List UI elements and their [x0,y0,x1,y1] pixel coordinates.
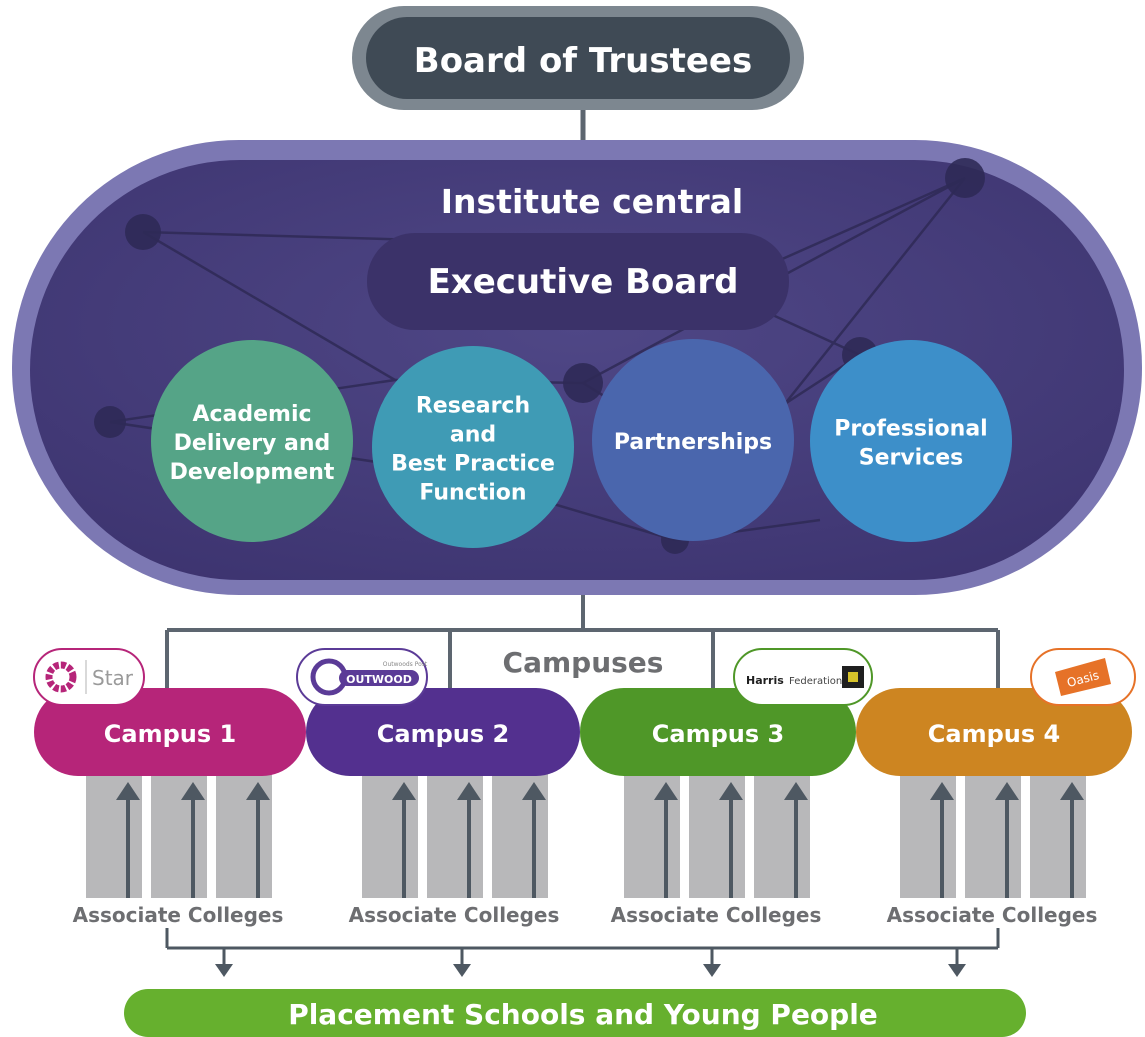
svg-text:Star: Star [92,666,134,690]
up-arrow-icon [522,782,546,800]
function-label-line: Partnerships [614,430,772,455]
up-arrow-icon [995,782,1019,800]
placement-connectors [165,928,1000,950]
executive-board: Executive Board [367,233,789,330]
function-label-line: and [450,423,496,448]
campus-pill [580,688,856,776]
executive-title: Executive Board [428,262,739,302]
campus-logo-3: Harris Federation [733,648,873,706]
up-arrow-icon [719,782,743,800]
associate-bar [86,770,142,898]
svg-text:OUTWOOD: OUTWOOD [346,673,412,686]
function-label-line: Services [859,446,964,471]
campus-label: Campus 4 [928,720,1060,748]
associate-bar [427,770,483,898]
associate-bar [492,770,548,898]
up-arrow-icon [116,782,140,800]
function-label-line: Delivery and [174,431,331,456]
associate-bar [965,770,1021,898]
up-arrow-icon [181,782,205,800]
svg-text:Federation: Federation [789,676,842,687]
associate-bar [754,770,810,898]
associate-bars [900,770,1086,898]
associate-bar [689,770,745,898]
function-circle-3: Partnerships [592,339,794,541]
executive-box [367,233,789,330]
associate-colleges-label: Associate Colleges [887,903,1098,927]
board-box [366,17,790,99]
function-circle-shape [372,346,574,548]
associate-bar [1030,770,1086,898]
up-arrow-icon [392,782,416,800]
placement-arrows [215,948,966,977]
function-label-line: Research [416,394,530,419]
campus-connectors [165,595,1000,690]
campus-label: Campus 2 [377,720,509,748]
board-of-trustees: Board of Trustees [352,6,804,110]
associate-bars [362,770,548,898]
up-arrow-icon [246,782,270,800]
placement-title: Placement Schools and Young People [288,998,878,1031]
associate-colleges-label: Associate Colleges [73,903,284,927]
campus-label: Campus 1 [104,720,236,748]
campus-pill [34,688,306,776]
function-circle-shape [592,339,794,541]
associate-bar [900,770,956,898]
associate-colleges-label: Associate Colleges [611,903,822,927]
placement-box [124,989,1026,1037]
star-logo-icon [45,661,77,693]
up-arrow-icon [1060,782,1084,800]
campus-pill [306,688,580,776]
function-circle-shape [810,340,1012,542]
svg-text:Outwoods Post: Outwoods Post [383,661,428,668]
associate-bar [624,770,680,898]
associate-colleges-label: Associate Colleges [349,903,560,927]
down-arrow-icon [453,964,471,977]
campus-pill [856,688,1132,776]
function-label-line: Professional [834,417,987,442]
up-arrow-icon [457,782,481,800]
up-arrow-icon [930,782,954,800]
up-arrow-icon [654,782,678,800]
down-arrow-icon [215,964,233,977]
function-label-line: Development [170,460,335,485]
function-circle-shape [151,340,353,542]
institute-title: Institute central [441,182,743,221]
function-label-line: Best Practice [391,452,555,477]
function-label-line: Academic [192,402,311,427]
placement-schools: Placement Schools and Young People [124,989,1026,1037]
associate-bar [216,770,272,898]
down-arrow-icon [703,964,721,977]
svg-text:Harris: Harris [746,674,784,687]
board-title: Board of Trustees [414,41,752,81]
campus-label: Campus 3 [652,720,784,748]
associate-bar [151,770,207,898]
campuses-label: Campuses [503,646,664,679]
down-arrow-icon [948,964,966,977]
function-label-line: Function [419,481,526,506]
associate-bars [624,770,810,898]
up-arrow-icon [784,782,808,800]
oasis-logo-icon [1055,658,1111,696]
campus-logo-4: Oasis [1030,648,1136,706]
campus-logo-2: OUTWOOD Outwoods Post [296,648,428,706]
associate-bar [362,770,418,898]
campus-logo-1: Star [33,648,145,706]
associate-bars [86,770,272,898]
